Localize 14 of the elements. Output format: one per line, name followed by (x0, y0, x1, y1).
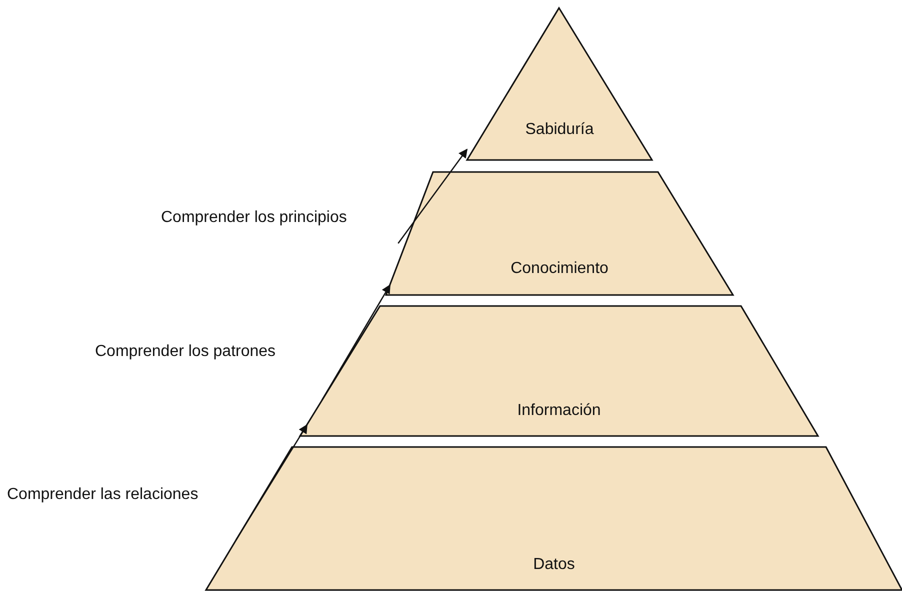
arrow (398, 148, 468, 244)
pyramid-level (300, 306, 818, 436)
edge-label: Comprender los patrones (95, 343, 276, 361)
pyramid-level (386, 172, 733, 295)
arrow (321, 284, 391, 400)
level-label: Información (517, 402, 601, 420)
edge-label: Comprender los principios (161, 209, 347, 227)
level-label: Sabiduría (525, 121, 594, 139)
level-label: Conocimiento (510, 260, 608, 278)
edge-label: Comprender las relaciones (7, 486, 198, 504)
pyramid-level (467, 8, 652, 160)
level-label: Datos (533, 556, 575, 574)
pyramid-level (206, 447, 902, 590)
arrow (235, 424, 308, 540)
